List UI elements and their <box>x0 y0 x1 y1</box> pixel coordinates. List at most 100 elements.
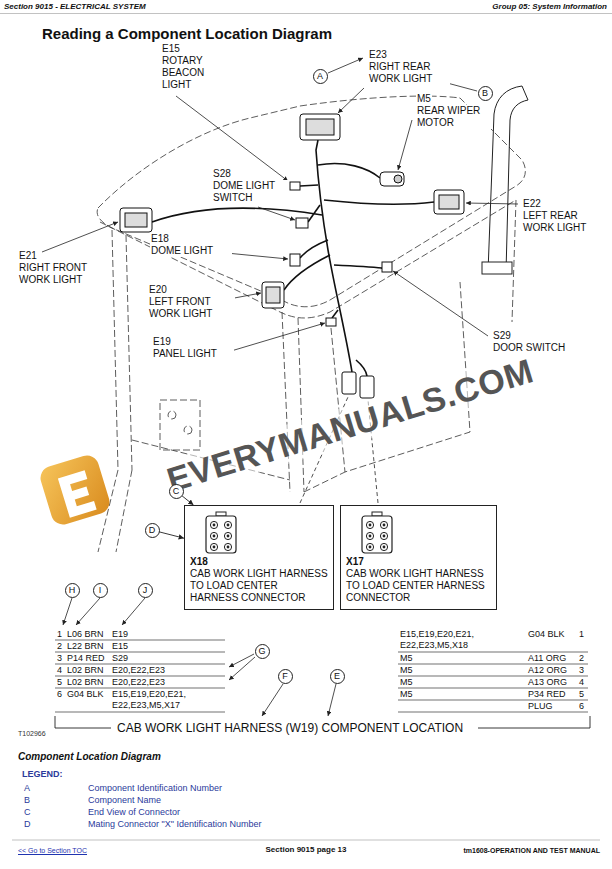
table-cell: M5 <box>400 677 480 688</box>
component-id: S29 <box>492 330 512 342</box>
connector-pin <box>369 535 372 538</box>
harness-components <box>290 254 300 266</box>
table-cell: 1 <box>57 629 62 640</box>
legend-heading: LEGEND: <box>22 769 63 780</box>
connector-view-box: X18CAB WORK LIGHT HARNESS TO LOAD CENTER… <box>184 505 334 610</box>
component-name: REAR WIPER MOTOR <box>416 105 493 129</box>
harness-components <box>434 190 464 214</box>
connector-pin <box>224 543 231 550</box>
callout-letter-text: I <box>99 586 102 595</box>
connector-pin <box>366 521 373 528</box>
callout-letter: H <box>65 583 80 598</box>
connector-pin <box>213 535 216 538</box>
harness-wires <box>334 265 382 268</box>
table-cell: L02 BRN <box>67 665 104 676</box>
page-title: Reading a Component Location Diagram <box>42 25 332 43</box>
leader-lines <box>328 684 336 716</box>
component-id: E18 <box>150 233 170 245</box>
connector-pin <box>380 543 387 550</box>
table-cell: 2 <box>57 641 62 652</box>
harness-components <box>300 114 340 140</box>
table-cell: E15 <box>112 641 192 652</box>
table-cell: G04 BLK <box>67 689 104 700</box>
harness-components <box>120 114 464 398</box>
leader-lines <box>229 654 254 667</box>
leader-lines <box>229 657 255 680</box>
callout-letter-text: G <box>258 647 265 656</box>
cab-outline <box>298 318 304 492</box>
table-cell: M5 <box>400 665 480 676</box>
watermark-logo <box>38 453 113 528</box>
harness-wires <box>356 360 367 376</box>
table-rules <box>398 652 588 653</box>
leader-arrow <box>159 532 184 538</box>
table-rules <box>55 652 225 653</box>
leader-lines <box>466 203 518 204</box>
table-rules <box>55 688 225 689</box>
legend-entry: Component Name <box>88 795 161 806</box>
callout-letter-text: E <box>334 672 340 681</box>
page-number: Section 9015 page 13 <box>266 845 347 855</box>
connector-pin <box>369 546 372 549</box>
table-cell: A11 ORG <box>528 653 566 664</box>
component-id: S28 <box>212 168 232 180</box>
callout-letter-text: F <box>282 672 288 681</box>
table-rules <box>55 664 225 665</box>
component-id: E19 <box>152 336 172 348</box>
leader-lines <box>221 323 325 354</box>
table-cell: G04 BLK <box>528 629 565 640</box>
harness-wires <box>284 255 330 290</box>
leader-lines <box>393 271 488 336</box>
connector-pin <box>227 524 230 527</box>
caption-bracket <box>478 716 590 728</box>
connector-pin <box>380 532 387 539</box>
connector-pin <box>224 521 231 528</box>
leader-lines <box>176 96 288 181</box>
table-rules <box>55 640 588 712</box>
connector-pin <box>227 535 230 538</box>
connector-description: CAB WORK LIGHT HARNESS TO LOAD CENTER HA… <box>346 568 491 604</box>
leader-lines <box>262 684 283 716</box>
page-header: Section 9015 - ELECTRICAL SYSTEM <box>4 2 146 12</box>
callout-letter: J <box>138 583 153 598</box>
leader-lines <box>338 88 364 113</box>
table-cell: 6 <box>57 689 62 700</box>
harness-components <box>360 376 374 398</box>
component-id: E22 <box>522 198 542 210</box>
table-cell: E15,E19,E20,E21, E22,E23,M5,X17 <box>112 689 192 711</box>
cab-outline <box>160 400 200 450</box>
leader-lines <box>398 120 412 170</box>
harness-components <box>262 282 284 308</box>
table-cell: 3 <box>579 665 584 676</box>
table-cell: E15,E19,E20,E21, E22,E23,M5,X18 <box>400 629 480 651</box>
harness-components <box>125 213 147 227</box>
table-cell: 5 <box>57 677 62 688</box>
callout-letter: A <box>313 69 328 84</box>
connector-pin <box>383 535 386 538</box>
exhaust-pipe <box>488 86 522 272</box>
harness-components <box>266 287 280 303</box>
harness-components <box>296 218 308 228</box>
connector-pin <box>213 546 216 549</box>
harness-wires <box>308 205 320 222</box>
component-name: RIGHT FRONT WORK LIGHT <box>18 262 105 286</box>
callout-letter: E <box>330 669 345 684</box>
leader-lines <box>42 222 118 252</box>
cab-outline <box>304 472 345 492</box>
connector-end-view <box>199 511 243 555</box>
page-rules <box>0 14 612 841</box>
connector-id: X18 <box>190 556 328 568</box>
legend-entry: End View of Connector <box>88 807 180 818</box>
table-rules <box>55 676 225 677</box>
component-name: LEFT REAR WORK LIGHT <box>522 210 604 234</box>
legend-entry: C <box>24 807 31 818</box>
table-cell: M5 <box>400 653 480 664</box>
cab-outline <box>97 96 525 307</box>
harness-wires <box>332 310 338 318</box>
figure-caption: Component Location Diagram <box>18 751 161 763</box>
legend-entry: D <box>24 819 31 830</box>
harness-wires <box>324 200 434 204</box>
exhaust-pipe <box>482 262 512 274</box>
harness-components <box>120 208 152 232</box>
